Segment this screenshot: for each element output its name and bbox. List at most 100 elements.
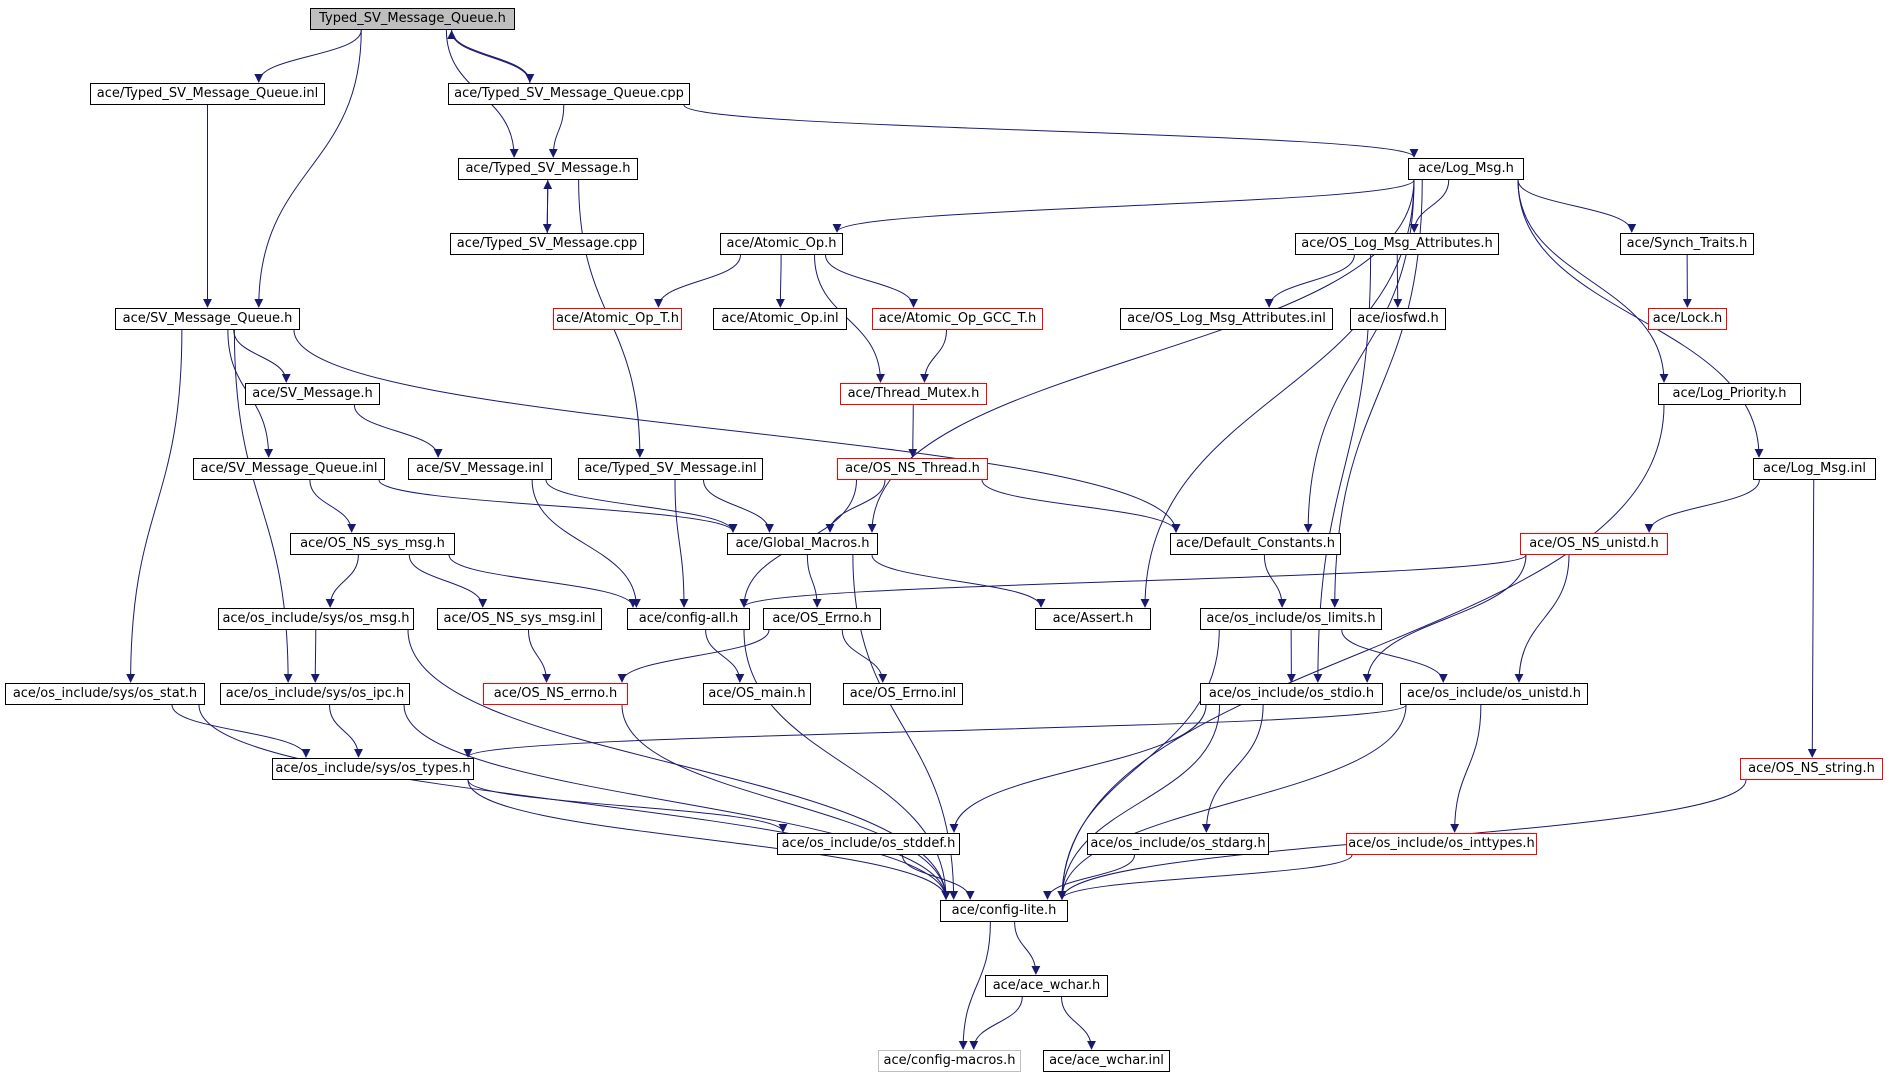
node-os-stdio[interactable]: ace/os_include/os_stdio.h bbox=[1200, 683, 1383, 705]
node-atomic-t[interactable]: ace/Atomic_Op_T.h bbox=[553, 308, 682, 330]
edge-22 bbox=[825, 254, 918, 308]
node-os-ns-string[interactable]: ace/OS_NS_string.h bbox=[1740, 758, 1883, 780]
node-tsvmq-inl[interactable]: ace/Typed_SV_Message_Queue.inl bbox=[90, 83, 325, 105]
edge-16 bbox=[1140, 179, 1415, 608]
edge-29 bbox=[233, 329, 291, 383]
edge-43 bbox=[981, 479, 1181, 533]
node-assert[interactable]: ace/Assert.h bbox=[1035, 608, 1151, 630]
node-os-ns-thread[interactable]: ace/OS_NS_Thread.h bbox=[837, 458, 988, 480]
node-os-stddef[interactable]: ace/os_include/os_stddef.h bbox=[777, 833, 960, 855]
node-oslma-h[interactable]: ace/OS_Log_Msg_Attributes.h bbox=[1295, 233, 1499, 255]
edge-47 bbox=[325, 554, 359, 608]
edge-53 bbox=[1263, 554, 1287, 608]
edge-87 bbox=[969, 996, 1023, 1050]
node-os-ns-sys-msg-inl[interactable]: ace/OS_NS_sys_msg.inl bbox=[437, 608, 602, 630]
node-os-errno-inl[interactable]: ace/OS_Errno.inl bbox=[843, 683, 963, 705]
edge-81 bbox=[901, 854, 975, 900]
edge-55 bbox=[1362, 554, 1527, 683]
edge-40 bbox=[703, 479, 774, 533]
node-config-all[interactable]: ace/config-all.h bbox=[627, 608, 750, 630]
node-os-errno-h[interactable]: ace/OS_Errno.h bbox=[763, 608, 881, 630]
node-thread-mutex[interactable]: ace/Thread_Mutex.h bbox=[840, 383, 987, 405]
node-ace-wchar-inl[interactable]: ace/ace_wchar.inl bbox=[1043, 1050, 1170, 1072]
node-ace-wchar-h[interactable]: ace/ace_wchar.h bbox=[985, 975, 1108, 997]
edge-57 bbox=[310, 629, 320, 683]
edge-78 bbox=[467, 779, 788, 833]
edge-27 bbox=[1313, 254, 1372, 683]
edge-13 bbox=[1517, 179, 1637, 233]
node-os-main[interactable]: ace/OS_main.h bbox=[703, 683, 811, 705]
node-svmq-inl[interactable]: ace/SV_Message_Queue.inl bbox=[193, 458, 385, 480]
node-iosfwd[interactable]: ace/iosfwd.h bbox=[1350, 308, 1446, 330]
node-global-macros[interactable]: ace/Global_Macros.h bbox=[727, 533, 878, 555]
edge-35 bbox=[908, 404, 918, 458]
edge-76 bbox=[1450, 704, 1482, 833]
edge-71 bbox=[621, 704, 951, 900]
edge-59 bbox=[528, 629, 551, 683]
node-atomic-h[interactable]: ace/Atomic_Op.h bbox=[720, 233, 843, 255]
node-log-msg-h[interactable]: ace/Log_Msg.h bbox=[1408, 158, 1524, 180]
edge-9 bbox=[543, 180, 553, 234]
edge-4 bbox=[447, 30, 531, 84]
node-os-ipc[interactable]: ace/os_include/sys/os_ipc.h bbox=[220, 683, 410, 705]
edge-82 bbox=[1043, 854, 1135, 900]
node-atomic-inl[interactable]: ace/Atomic_Op.inl bbox=[713, 308, 847, 330]
edge-67 bbox=[171, 704, 311, 758]
edge-38 bbox=[545, 479, 738, 533]
node-os-ns-errno[interactable]: ace/OS_NS_errno.h bbox=[483, 683, 628, 705]
node-os-stat[interactable]: ace/os_include/sys/os_stat.h bbox=[5, 683, 205, 705]
node-oslma-inl[interactable]: ace/OS_Log_Msg_Attributes.inl bbox=[1120, 308, 1333, 330]
node-os-ns-unistd[interactable]: ace/OS_NS_unistd.h bbox=[1520, 533, 1668, 555]
edge-24 bbox=[920, 329, 947, 383]
node-tsvmq-h[interactable]: Typed_SV_Message_Queue.h bbox=[310, 8, 515, 30]
edge-86 bbox=[958, 921, 991, 1050]
node-svmq-h[interactable]: ace/SV_Message_Queue.h bbox=[115, 308, 300, 330]
node-log-priority[interactable]: ace/Log_Priority.h bbox=[1658, 383, 1801, 405]
edge-1 bbox=[451, 29, 535, 83]
edge-21 bbox=[775, 254, 785, 308]
node-tsvm-cpp[interactable]: ace/Typed_SV_Message.cpp bbox=[450, 233, 644, 255]
edge-41 bbox=[674, 479, 689, 608]
edge-0 bbox=[254, 29, 362, 83]
node-os-limits[interactable]: ace/os_include/os_limits.h bbox=[1200, 608, 1382, 630]
edge-56 bbox=[1514, 554, 1570, 683]
edge-42 bbox=[825, 479, 886, 533]
node-tsvm-inl[interactable]: ace/Typed_SV_Message.inl bbox=[578, 458, 763, 480]
edge-68 bbox=[198, 704, 951, 900]
node-config-macros[interactable]: ace/config-macros.h bbox=[878, 1050, 1021, 1072]
node-os-stdarg[interactable]: ace/os_include/os_stdarg.h bbox=[1087, 833, 1269, 855]
edge-83 bbox=[1057, 854, 1353, 900]
node-synch-traits[interactable]: ace/Synch_Traits.h bbox=[1620, 233, 1754, 255]
node-config-lite[interactable]: ace/config-lite.h bbox=[940, 900, 1068, 922]
node-log-msg-inl[interactable]: ace/Log_Msg.inl bbox=[1753, 458, 1876, 480]
edge-72 bbox=[949, 704, 1207, 833]
edge-45 bbox=[1644, 479, 1760, 533]
edge-23 bbox=[814, 254, 885, 383]
edge-60 bbox=[705, 629, 745, 683]
node-tsvmq-cpp[interactable]: ace/Typed_SV_Message_Queue.cpp bbox=[448, 83, 690, 105]
node-os-inttypes[interactable]: ace/os_include/os_inttypes.h bbox=[1346, 833, 1537, 855]
edge-88 bbox=[1061, 996, 1096, 1050]
edge-48 bbox=[408, 554, 488, 608]
edge-63 bbox=[841, 629, 888, 683]
edge-51 bbox=[871, 554, 1046, 608]
edge-50 bbox=[806, 554, 822, 608]
node-os-unistd[interactable]: ace/os_include/os_unistd.h bbox=[1400, 683, 1588, 705]
node-tsvm-h[interactable]: ace/Typed_SV_Message.h bbox=[458, 158, 638, 180]
node-os-types[interactable]: ace/os_include/sys/os_types.h bbox=[272, 758, 474, 780]
node-os-ns-sys-msg-h[interactable]: ace/OS_NS_sys_msg.h bbox=[290, 533, 455, 555]
edge-33 bbox=[126, 329, 183, 683]
edge-75 bbox=[463, 704, 1407, 758]
edge-26 bbox=[1393, 254, 1403, 308]
node-atomic-gcc[interactable]: ace/Atomic_Op_GCC_T.h bbox=[872, 308, 1043, 330]
node-lock[interactable]: ace/Lock.h bbox=[1648, 308, 1727, 330]
edge-18 bbox=[1517, 179, 1669, 383]
edge-49 bbox=[448, 554, 638, 608]
edge-17 bbox=[1330, 179, 1423, 608]
node-osinc-sys-os-msg[interactable]: ace/os_include/sys/os_msg.h bbox=[218, 608, 414, 630]
node-svm-h[interactable]: ace/SV_Message.h bbox=[245, 383, 380, 405]
node-default-constants[interactable]: ace/Default_Constants.h bbox=[1170, 533, 1341, 555]
node-svm-inl[interactable]: ace/SV_Message.inl bbox=[408, 458, 552, 480]
edge-65 bbox=[1341, 629, 1448, 683]
